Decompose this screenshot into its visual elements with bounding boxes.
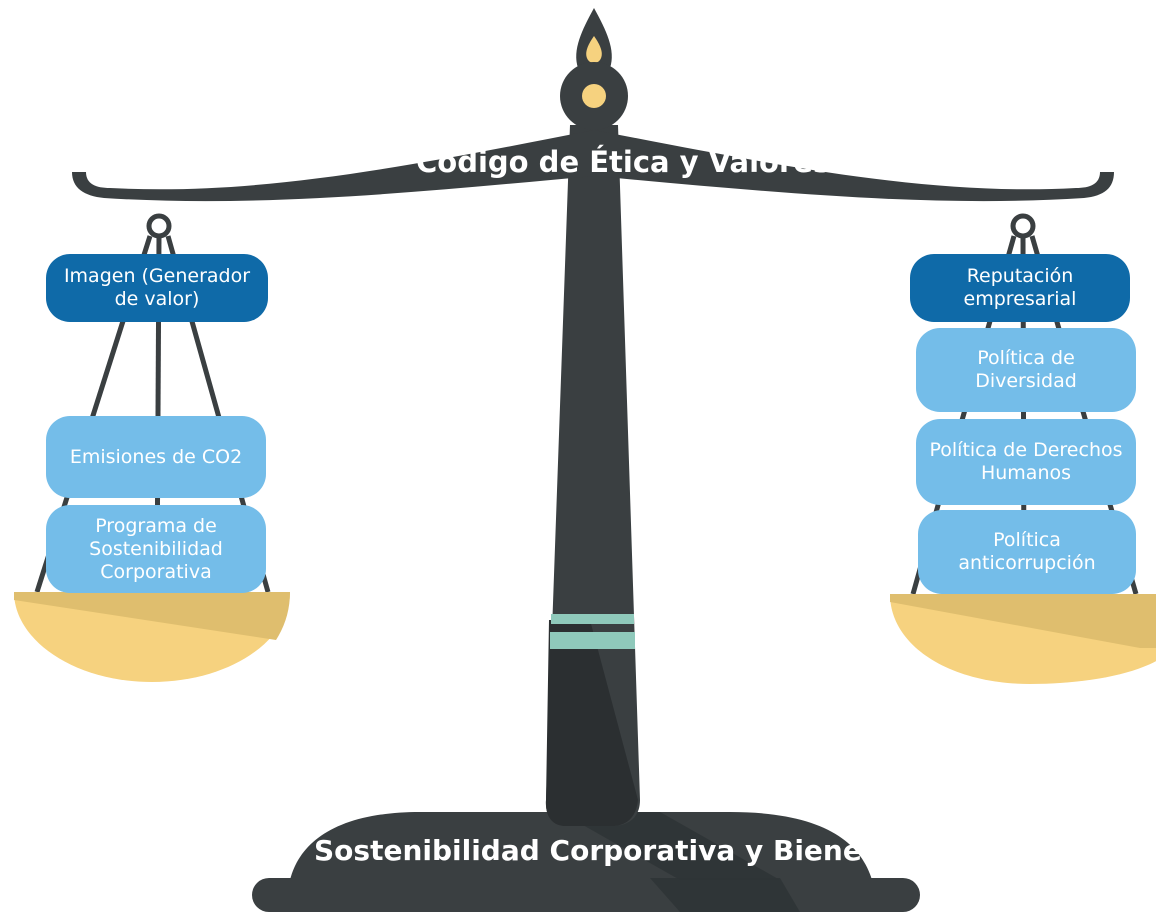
finial-jewel [582, 84, 606, 108]
column-band-lower [550, 632, 635, 649]
right-header-box: Reputación empresarial [910, 254, 1130, 322]
scale-base-plinth [252, 878, 920, 912]
right-item-box: Política de Derechos Humanos [916, 419, 1136, 505]
flame-icon [586, 36, 602, 63]
scale-base-shadow [560, 812, 780, 880]
scale-plinth-shadow [650, 878, 800, 912]
left-item-box: Programa de Sostenibilidad Corporativa [46, 505, 266, 593]
right-item-box: Política de Diversidad [916, 328, 1136, 412]
left-item-box: Emisiones de CO2 [46, 416, 266, 498]
scale-beam [72, 130, 1114, 202]
scale-column-shadow [545, 620, 638, 826]
left-hanger-ring [146, 213, 172, 239]
right-pan-shade [890, 594, 1156, 648]
beam-title: Código de Ética y Valores [416, 145, 831, 179]
column-band-upper [551, 614, 634, 624]
base-title: Sostenibilidad Corporativa y Bienestar [314, 834, 925, 867]
left-header-box: Imagen (Generador de valor) [46, 254, 268, 322]
right-item-box: Política anticorrupción [918, 510, 1136, 594]
left-pan-shade [14, 592, 290, 640]
right-hanger-ring [1010, 213, 1036, 239]
